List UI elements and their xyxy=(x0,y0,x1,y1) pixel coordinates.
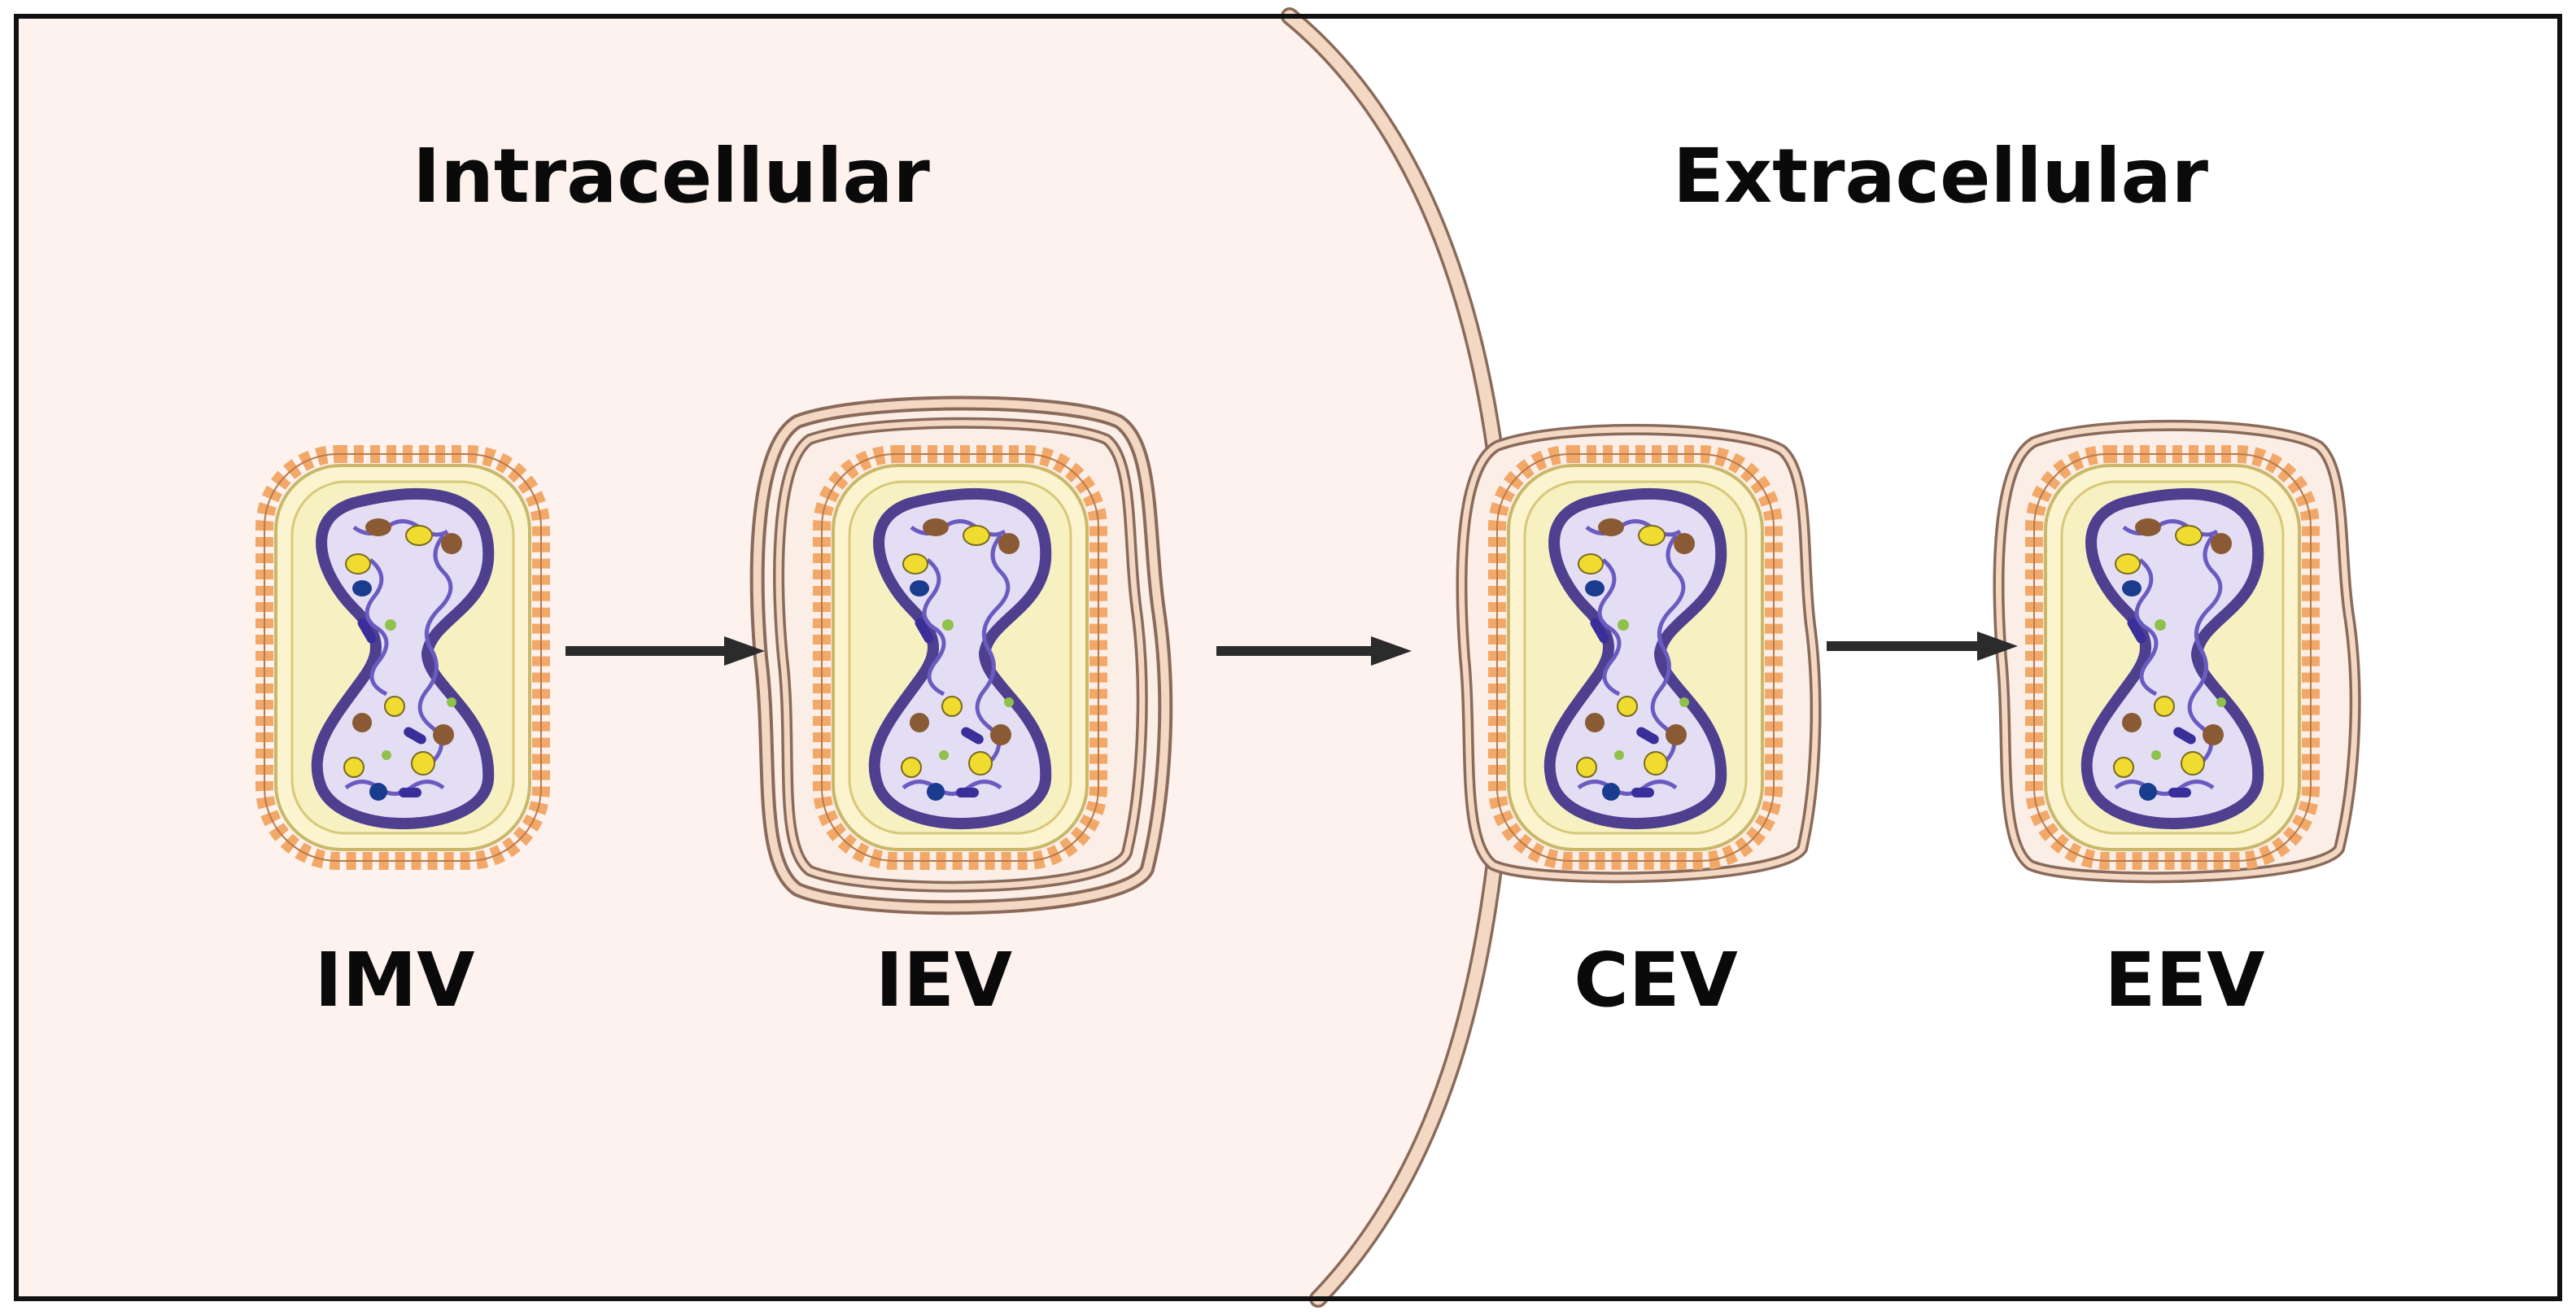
cev-virion xyxy=(1456,423,1822,884)
eev-virion xyxy=(1993,419,2361,884)
intracellular-title: Intracellular xyxy=(413,133,930,220)
iev-virion xyxy=(749,395,1173,915)
arrow-imv-to-iev xyxy=(565,636,765,666)
imv-label: IMV xyxy=(315,937,475,1024)
arrow-iev-to-cev xyxy=(1216,636,1412,666)
extracellular-title: Extracellular xyxy=(1673,133,2209,220)
cev-label: CEV xyxy=(1574,937,1738,1024)
diagram-frame xyxy=(14,14,2562,1301)
arrow-cev-to-eev xyxy=(1827,631,2018,661)
iev-label: IEV xyxy=(875,937,1012,1024)
imv-virion xyxy=(264,454,541,861)
eev-label: EEV xyxy=(2105,937,2265,1024)
